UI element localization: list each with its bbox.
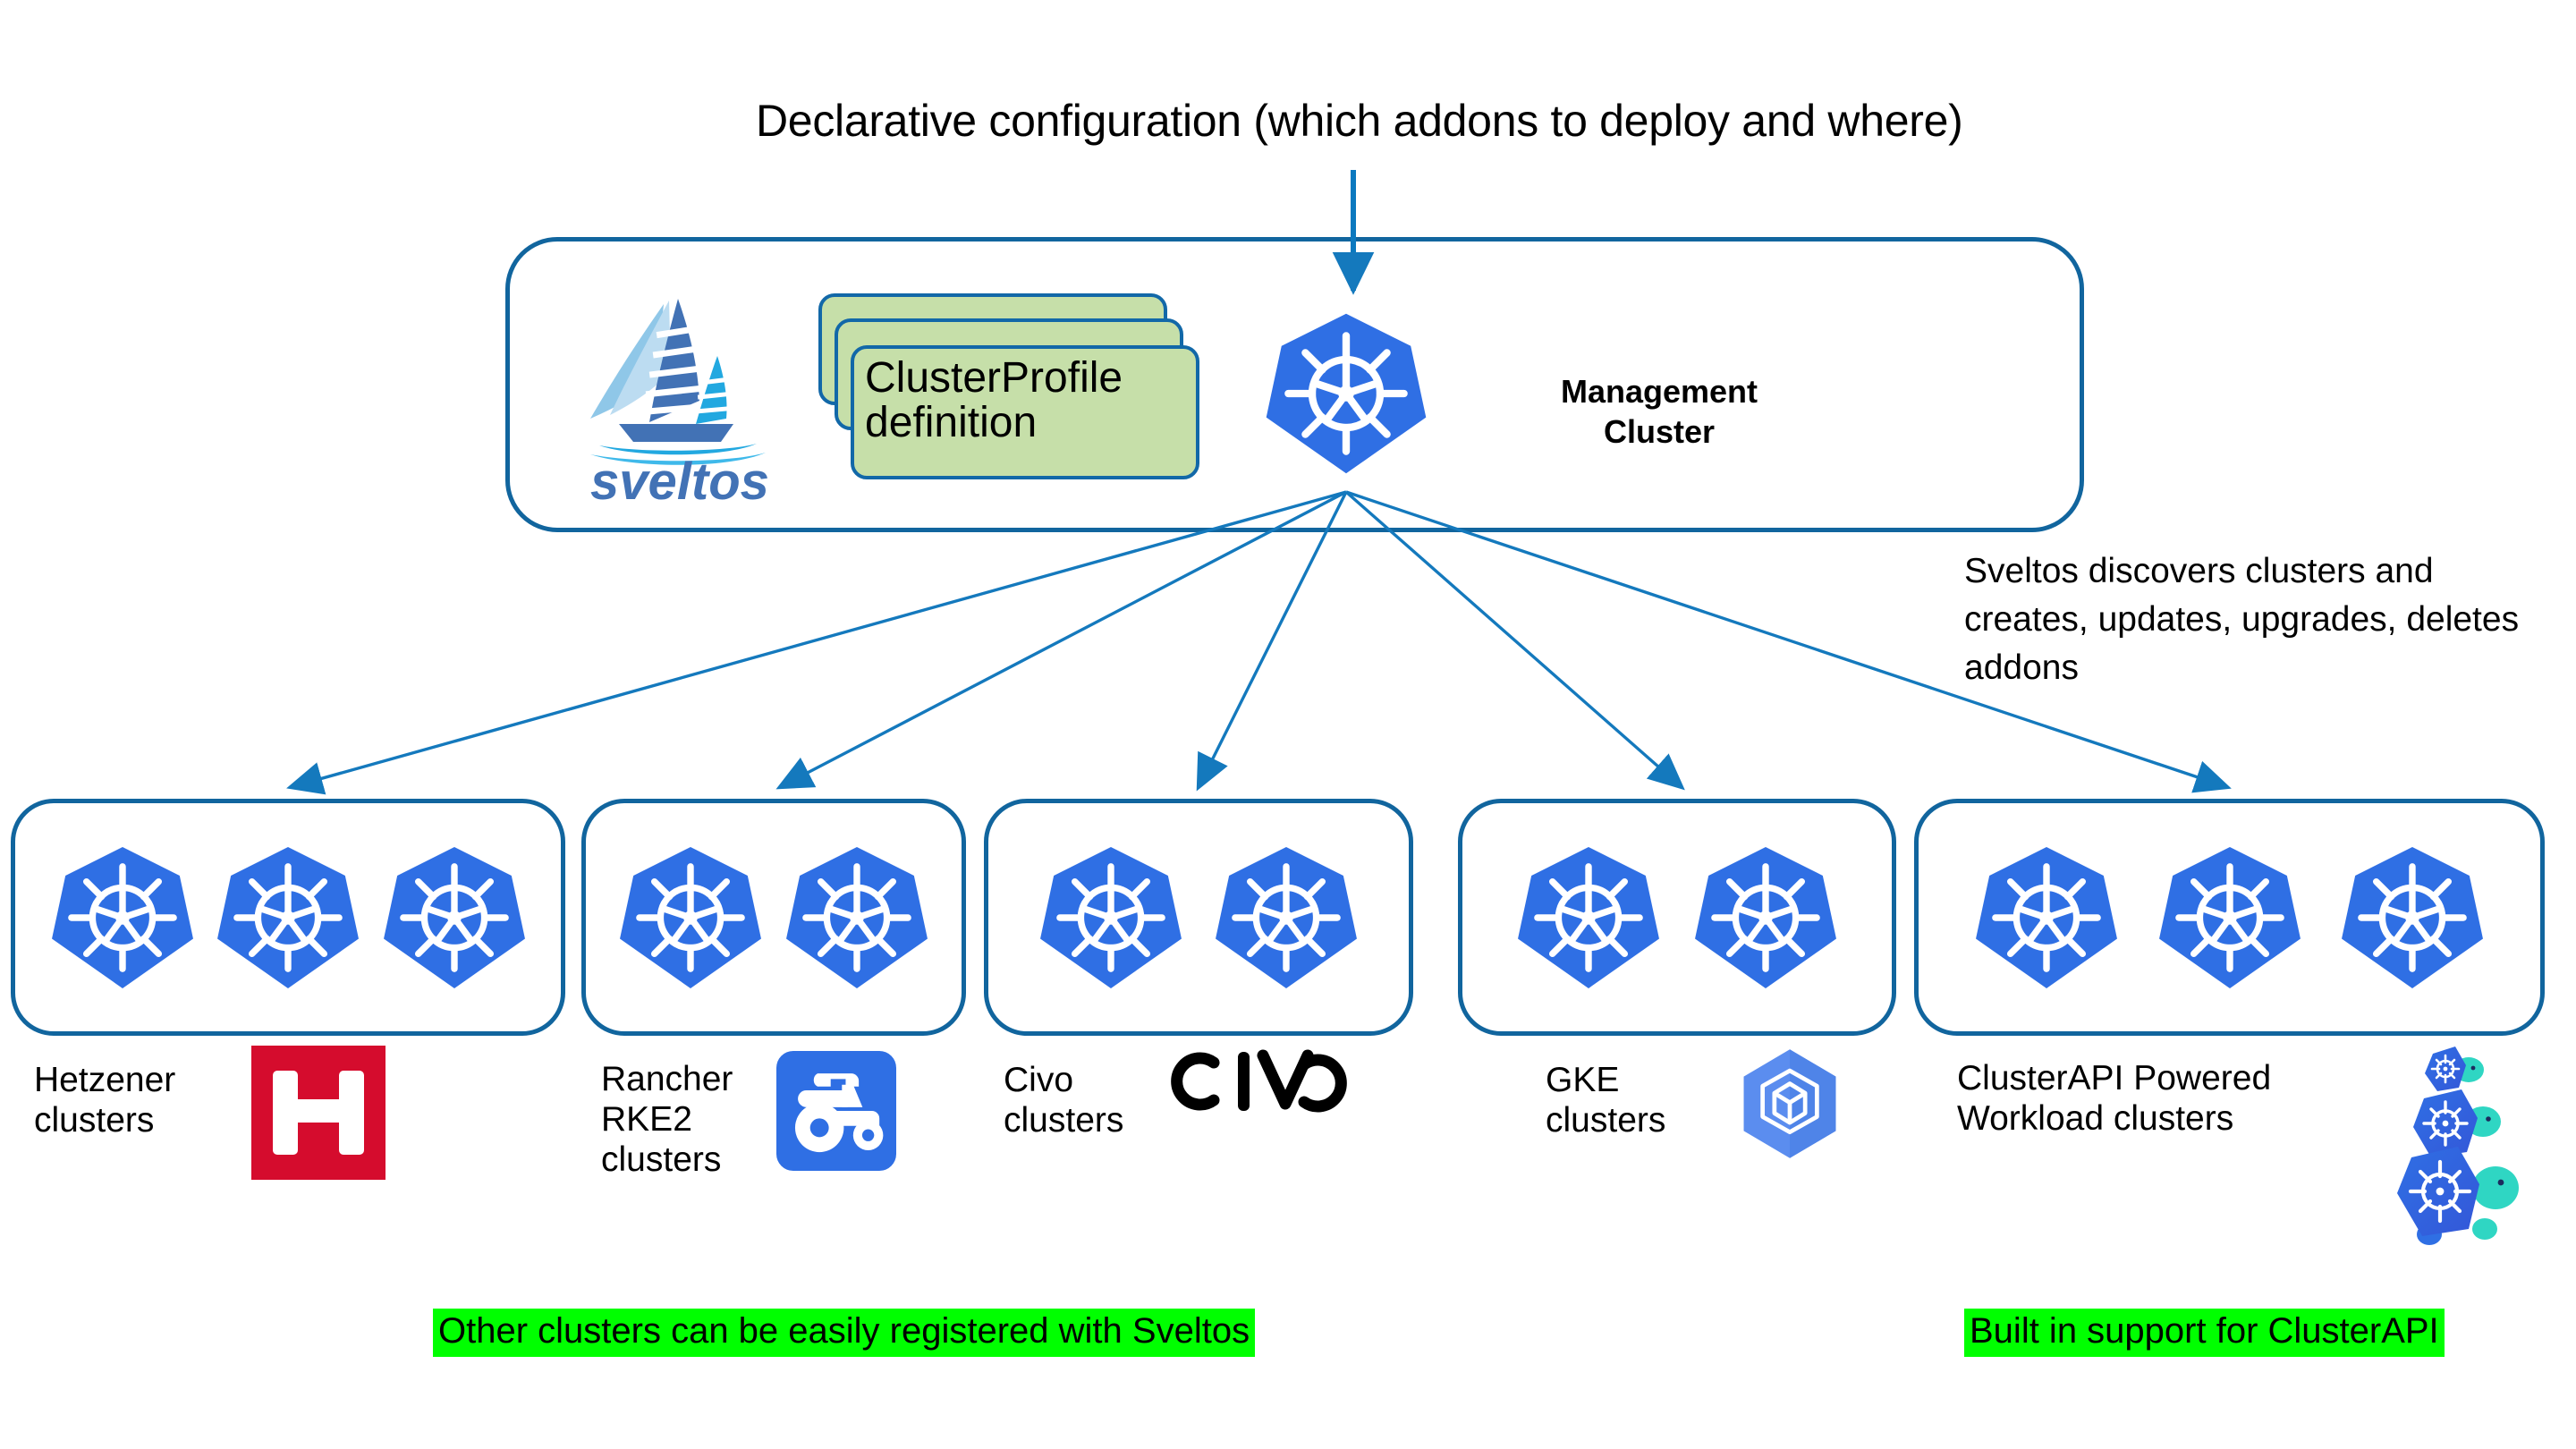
svg-text:sveltos: sveltos (590, 453, 769, 507)
kubernetes-icon (2342, 846, 2484, 988)
cluster-box-civo (984, 799, 1413, 1036)
cluster-box-rancher (581, 799, 966, 1036)
kubernetes-icon (1040, 846, 1182, 988)
caption-clusterapi: ClusterAPI Powered Workload clusters (1957, 1059, 2272, 1139)
arrow-to-hetzner (286, 490, 1347, 795)
caption-hetzner: Hetzener clusters (34, 1061, 176, 1140)
rancher-tractor-logo (776, 1051, 896, 1171)
page-title: Declarative configuration (which addons … (756, 96, 1963, 146)
gke-logo (1731, 1045, 1849, 1163)
cluster-api-turtles-logo (2368, 1036, 2529, 1259)
kubernetes-icon (1695, 846, 1837, 988)
clusterprofile-label: ClusterProfile definition (865, 354, 1123, 447)
cluster-box-gke (1458, 799, 1896, 1036)
arrow-to-gke (1344, 490, 1685, 791)
caption-civo: Civo clusters (1004, 1061, 1124, 1140)
kubernetes-icon (619, 846, 761, 988)
cluster-box-clusterapi (1914, 799, 2545, 1036)
hetzner-logo (251, 1046, 386, 1180)
discovery-note: Sveltos discovers clusters and creates, … (1964, 552, 2520, 687)
management-cluster-label: Management Cluster (1560, 373, 1758, 451)
kubernetes-icon (1975, 846, 2117, 988)
banner-other-clusters: Other clusters can be easily registered … (433, 1309, 1256, 1357)
kubernetes-icon (1261, 309, 1431, 479)
kubernetes-icon (383, 846, 525, 988)
kubernetes-icon (786, 846, 928, 988)
caption-rancher: Rancher RKE2 clusters (601, 1060, 733, 1180)
kubernetes-icon (217, 846, 359, 988)
arrow-to-civo (1196, 491, 1348, 792)
banner-builtin-clusterapi: Built in support for ClusterAPI (1964, 1309, 2445, 1357)
clusterprofile-card-front (851, 345, 1199, 479)
kubernetes-icon (1215, 846, 1357, 988)
sveltos-logo: sveltos (564, 288, 796, 511)
arrow-to-rancher (775, 490, 1347, 790)
civo-logo (1168, 1045, 1365, 1116)
cluster-box-hetzner (11, 799, 565, 1036)
kubernetes-icon (1517, 846, 1659, 988)
kubernetes-icon (51, 846, 193, 988)
clusterprofile-card-stack: ClusterProfile definition (809, 293, 1199, 490)
kubernetes-icon (2158, 846, 2301, 988)
caption-gke: GKE clusters (1546, 1061, 1666, 1140)
